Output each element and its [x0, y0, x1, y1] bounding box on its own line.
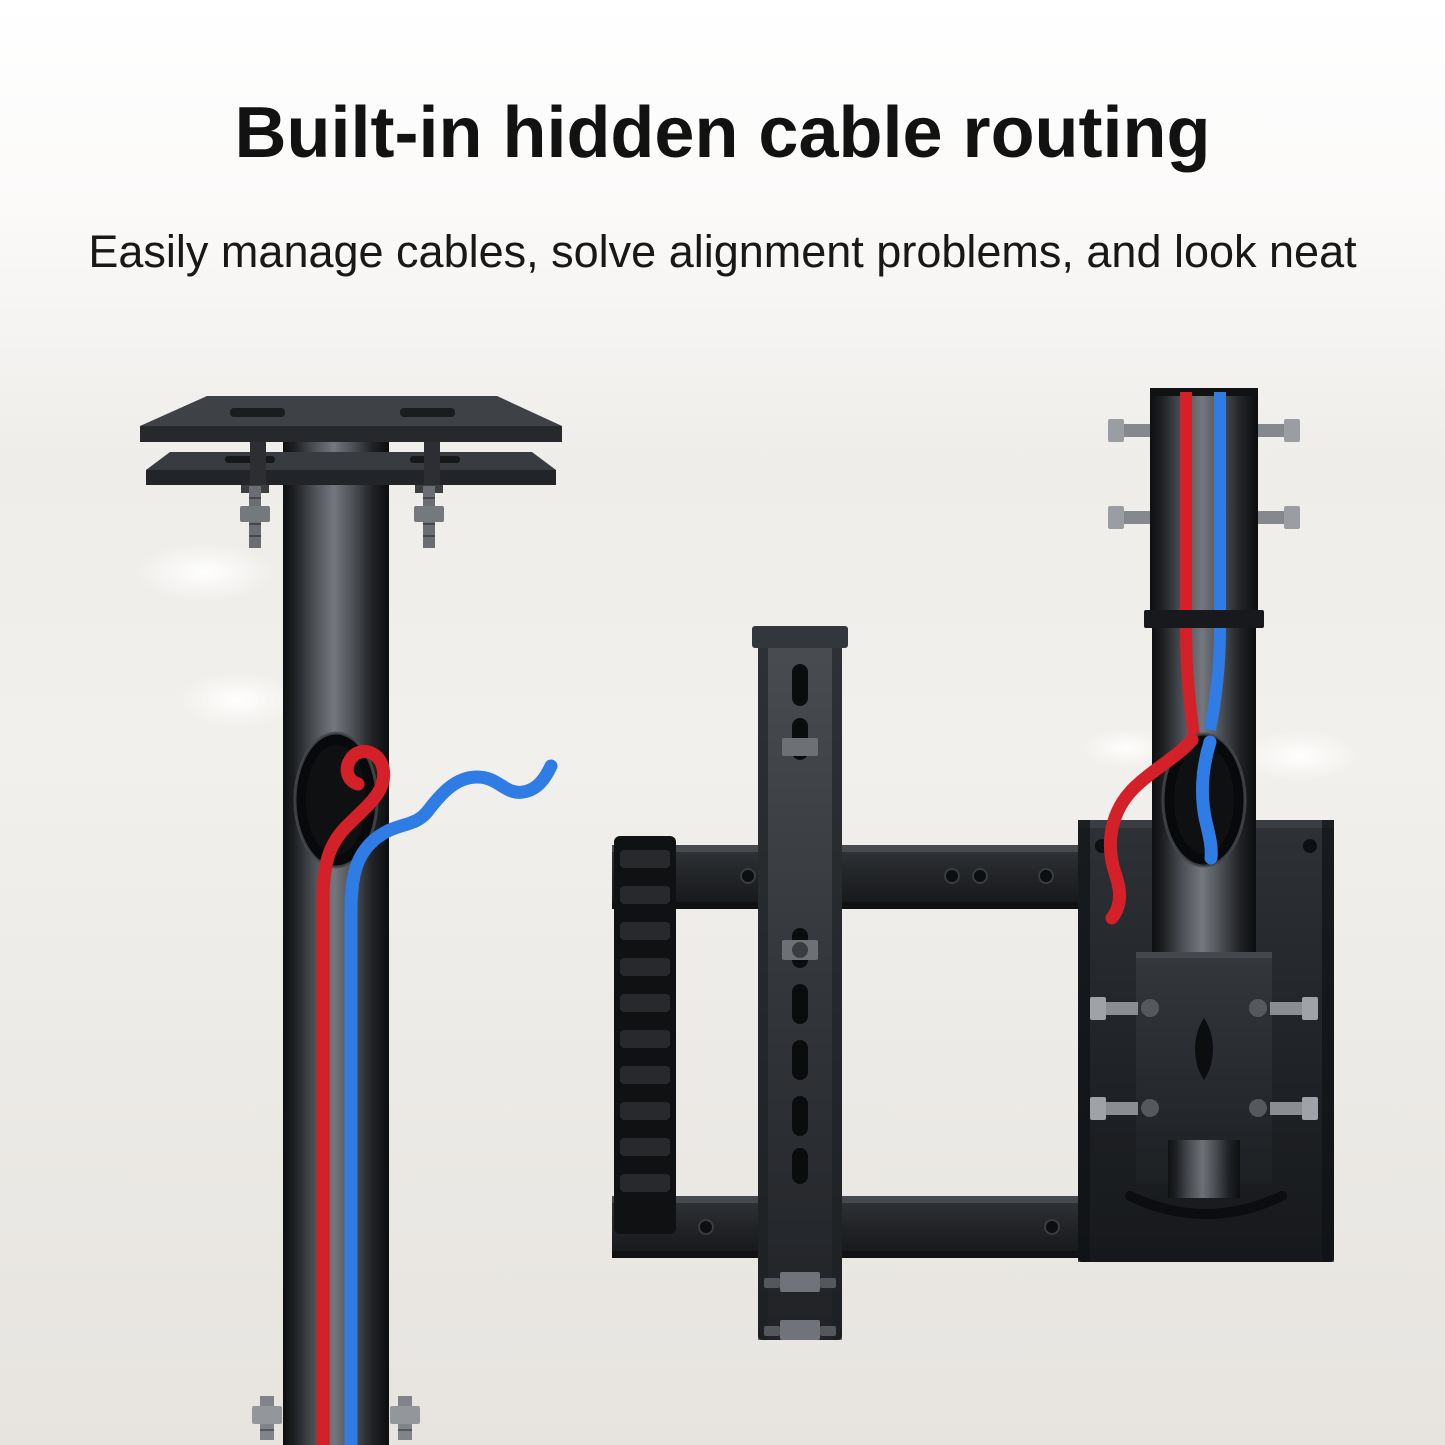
right-red-cable-exit — [1104, 733, 1199, 925]
right-blue-cable-upper — [1204, 627, 1226, 732]
left-blue-cable — [344, 759, 558, 1445]
feature-title: Built-in hidden cable routing — [234, 93, 1211, 173]
wall-light-glows — [135, 542, 1360, 782]
left-ceiling-mount — [140, 396, 562, 1445]
mount-eye-cutout — [1195, 1018, 1213, 1080]
tilt-mount-hardware — [1090, 952, 1318, 1198]
ceiling-plate-bolts — [240, 485, 444, 548]
right-mount-pole-upper — [1108, 388, 1300, 628]
left-mount-pole — [283, 402, 389, 1445]
left-red-cable — [316, 745, 391, 1445]
ceiling-plate — [140, 396, 562, 486]
left-pole-bottom-bolts — [252, 1396, 420, 1440]
right-tv-bracket-assembly — [612, 388, 1334, 1340]
bracket-handle-slot — [1125, 1191, 1287, 1219]
right-red-cable-upper — [1180, 627, 1200, 737]
crossbar-end-cap-vent — [614, 836, 676, 1234]
feature-subtitle: Easily manage cables, solve alignment pr… — [88, 226, 1357, 277]
vesa-rail — [752, 626, 848, 1340]
right-blue-cable-in-hole — [1196, 735, 1218, 865]
